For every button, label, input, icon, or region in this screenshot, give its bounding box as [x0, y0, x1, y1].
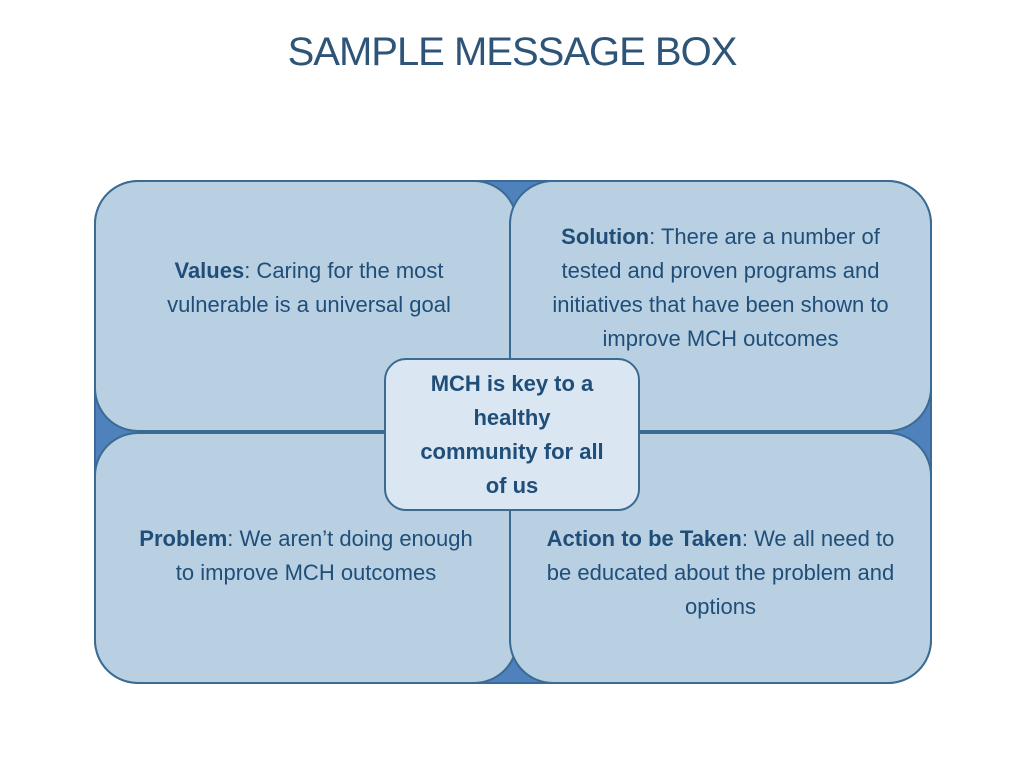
solution-text: Solution: There are a number of tested a… — [531, 220, 910, 356]
core-message-box: MCH is key to a healthy community for al… — [384, 358, 640, 511]
values-text: Values: Caring for the most vulnerable i… — [124, 254, 494, 322]
action-description: : We all need to be educated about the p… — [546, 526, 895, 619]
problem-label: Problem — [139, 526, 228, 551]
problem-text: Problem: We aren’t doing enough to impro… — [136, 522, 476, 590]
problem-description: : We aren’t doing enough to improve MCH … — [175, 526, 473, 585]
values-label: Values — [174, 258, 245, 283]
slide-title: SAMPLE MESSAGE BOX — [287, 30, 738, 74]
action-label: Action to be Taken — [546, 526, 742, 551]
solution-label: Solution — [561, 224, 650, 249]
core-message-text: MCH is key to a healthy community for al… — [420, 370, 604, 498]
solution-description: : There are a number of tested and prove… — [552, 224, 889, 351]
values-description: : Caring for the most vulnerable is a un… — [167, 258, 451, 317]
values-box: Values: Caring for the most vulnerable i… — [94, 180, 518, 432]
solution-box: Solution: There are a number of tested a… — [509, 180, 932, 432]
action-text: Action to be Taken: We all need to be ed… — [535, 522, 906, 624]
